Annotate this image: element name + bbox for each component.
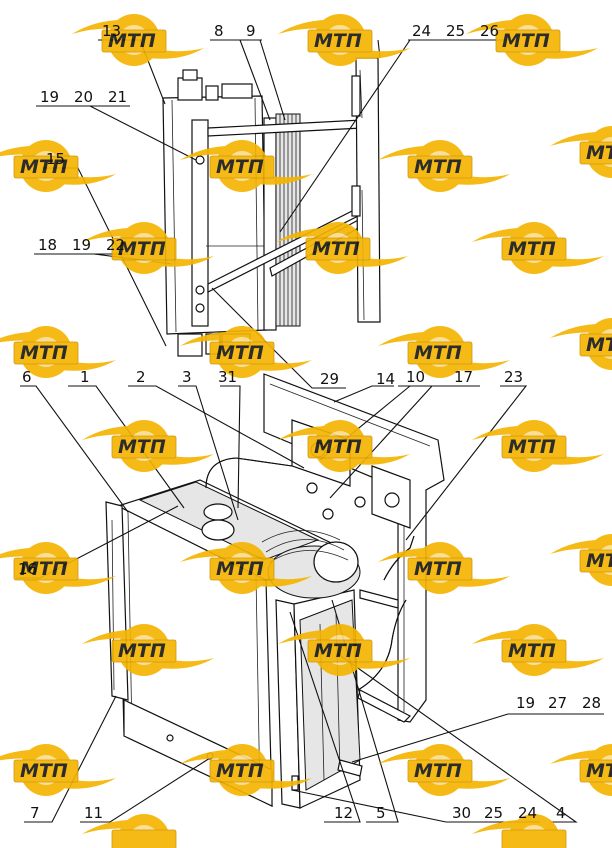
callout-10: 10 (406, 368, 425, 386)
watermark-text: МТП (216, 342, 264, 364)
callout-11: 11 (84, 804, 103, 822)
callout-25: 25 (446, 22, 465, 40)
callout-21: 21 (108, 88, 127, 106)
callout-2: 2 (136, 368, 146, 386)
callout-19: 19 (72, 236, 91, 254)
watermark-text: МТП (508, 238, 556, 260)
watermark-text: МТП (502, 30, 550, 52)
watermark-text: МТП (118, 436, 166, 458)
watermark-text: МТП (586, 142, 612, 164)
callout-13: 13 (102, 22, 121, 40)
watermark-layer: МТП МТП МТП МТП МТП МТП МТП МТП МТП МТП … (0, 13, 612, 848)
watermark-text: МТП (586, 550, 612, 572)
callout-labels: 13 8 9 24 25 26 19 20 21 15 18 19 22 29 … (18, 22, 601, 822)
callout-24: 24 (412, 22, 431, 40)
callout-29: 29 (320, 370, 339, 388)
callout-19: 19 (516, 694, 535, 712)
watermark-text: МТП (414, 760, 462, 782)
watermark-text: МТП (414, 342, 462, 364)
callout-7: 7 (30, 804, 40, 822)
callout-27: 27 (548, 694, 567, 712)
watermark-text: МТП (108, 30, 156, 52)
callout-1: 1 (80, 368, 90, 386)
watermark-text: МТП (314, 436, 362, 458)
watermark-text: МТП (508, 640, 556, 662)
callout-25: 25 (484, 804, 503, 822)
callout-24: 24 (518, 804, 537, 822)
callout-3: 3 (182, 368, 192, 386)
callout-15: 15 (46, 150, 65, 168)
watermark-text: МТП (312, 238, 360, 260)
callout-4: 4 (556, 804, 566, 822)
callout-30: 30 (452, 804, 471, 822)
callout-5: 5 (376, 804, 386, 822)
watermark-text: МТП (414, 156, 462, 178)
watermark-text: МТП (586, 334, 612, 356)
callout-14: 14 (376, 370, 395, 388)
callout-31: 31 (218, 368, 237, 386)
watermark-text: МТП (118, 640, 166, 662)
watermark-text: МТП (20, 342, 68, 364)
watermark-text: МТП (216, 760, 264, 782)
callout-28: 28 (582, 694, 601, 712)
watermark-text: МТП (118, 238, 166, 260)
watermark-text: МТП (314, 30, 362, 52)
watermark-text: МТП (20, 760, 68, 782)
callout-22: 22 (106, 236, 125, 254)
side-view (162, 39, 381, 357)
callout-19: 19 (40, 88, 59, 106)
watermark-text: МТП (20, 156, 68, 178)
callout-8: 8 (214, 22, 224, 40)
watermark-text: МТП (414, 558, 462, 580)
watermark-text: МТП (216, 558, 264, 580)
callout-23: 23 (504, 368, 523, 386)
callout-26: 26 (480, 22, 499, 40)
callout-17: 17 (454, 368, 473, 386)
watermark-text: МТП (314, 640, 362, 662)
callout-18: 18 (38, 236, 57, 254)
watermark-text: МТП (20, 558, 68, 580)
watermark-text: МТП (216, 156, 264, 178)
callout-9: 9 (246, 22, 256, 40)
watermark-text: МТП (508, 436, 556, 458)
callout-12: 12 (334, 804, 353, 822)
callout-6: 6 (22, 368, 32, 386)
callout-16: 16 (18, 560, 37, 578)
callout-20: 20 (74, 88, 93, 106)
watermark-text: МТП (586, 760, 612, 782)
